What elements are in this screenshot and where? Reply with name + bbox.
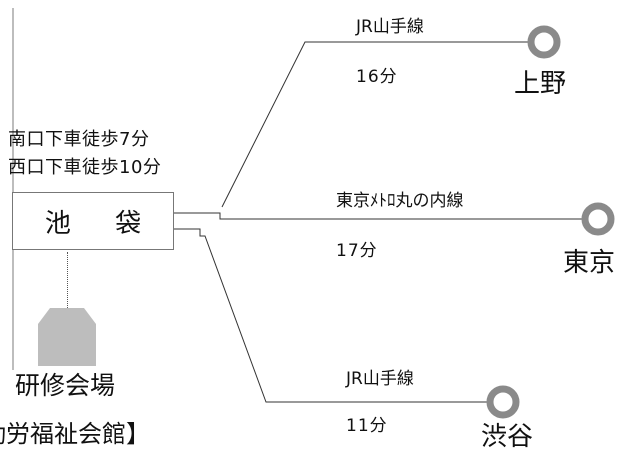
- route-shibuya-time: 11分: [346, 416, 388, 436]
- ring-icon: [527, 25, 561, 59]
- origin-station-box: 池 袋: [12, 192, 174, 250]
- left-divider: [12, 8, 14, 370]
- station-tokyo: 東京: [563, 248, 616, 278]
- station-shibuya: 渋谷: [481, 422, 534, 452]
- route-ueno-line: JR山手線: [356, 17, 424, 37]
- ring-icon: [581, 202, 615, 236]
- route-tokyo-time: 17分: [336, 241, 378, 261]
- route-line-ueno: [221, 41, 528, 208]
- route-line-tokyo: [174, 212, 586, 220]
- venue-name: 研修会場: [15, 371, 116, 400]
- origin-station-label: 池 袋: [44, 208, 160, 239]
- route-ueno-time: 16分: [356, 67, 398, 87]
- walk-west-exit: 西口下車徒歩10分: [8, 157, 162, 178]
- route-tokyo-line: 東京ﾒﾄﾛ丸の内線: [336, 191, 464, 211]
- route-shibuya-line: JR山手線: [346, 369, 414, 389]
- station-ueno: 上野: [514, 69, 567, 99]
- venue-full-name: 勤労福祉会館】: [0, 420, 150, 448]
- building-icon: [38, 308, 96, 366]
- venue-connector: [67, 252, 68, 310]
- route-line-shibuya: [174, 228, 494, 403]
- ring-icon: [486, 385, 520, 419]
- walk-south-exit: 南口下車徒歩7分: [8, 129, 150, 150]
